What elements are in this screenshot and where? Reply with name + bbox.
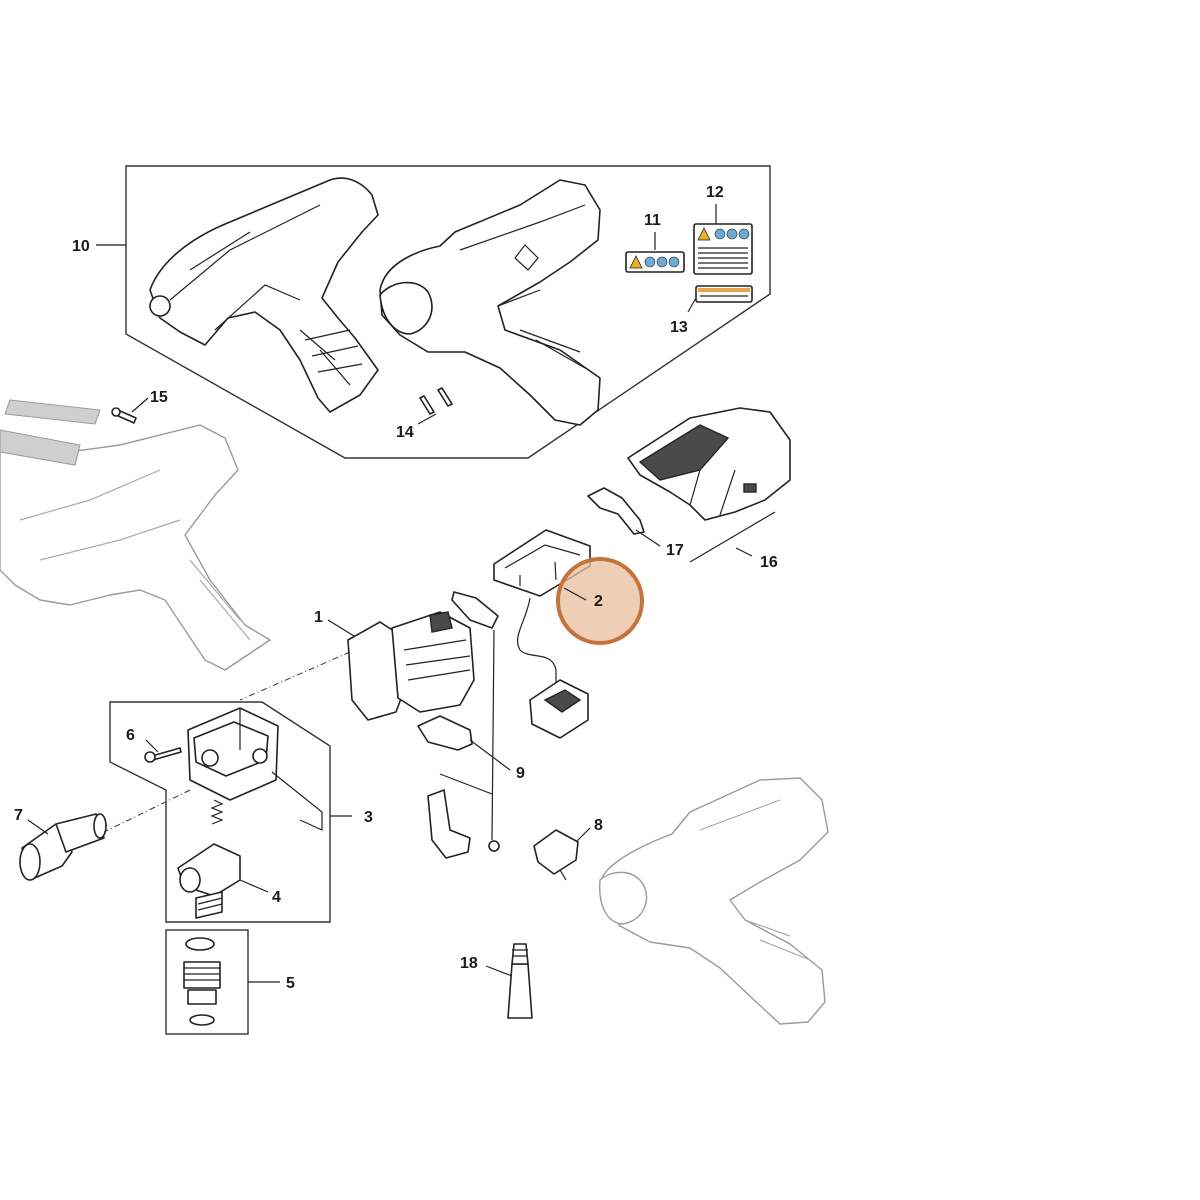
housing-pins [419,387,453,415]
nozzle-coupling [19,813,107,881]
callout-9: 9 [516,765,525,782]
lever-bracket [439,773,493,795]
rating-label [695,285,753,303]
callout-13: 13 [670,319,688,336]
callout-10: 10 [72,238,90,255]
callout-7: 7 [14,807,23,824]
trigger-lock [587,487,645,535]
callout-15: 15 [150,389,168,406]
housing-screw-boss [149,295,171,317]
callout-6: 6 [126,727,135,744]
cover-bracket [689,511,776,563]
motor-gear-unit [347,611,475,721]
callout-18: 18 [460,955,478,972]
housing-screw [111,407,137,424]
front-cover [627,407,791,521]
housing-right-half [379,179,601,426]
callout-2: 2 [594,593,603,610]
housing-frame [125,165,771,459]
grease-tube [507,943,533,1019]
highlight-marker [556,557,644,645]
assembly-line-b [103,789,191,833]
hose-connector [183,937,221,1026]
trigger [427,789,471,859]
gear-assembly-frame [109,701,331,923]
assembly-line-a [239,651,351,701]
switch-lever [417,715,473,751]
callout-16: 16 [760,554,778,571]
pump-valve [177,843,241,919]
leader-lines [27,204,753,983]
gear-spring [210,799,224,825]
gear-screw [144,747,182,763]
callout-12: 12 [706,184,724,201]
warning-label-large [693,223,753,275]
battery-contact [533,829,579,881]
slide-switch [451,591,499,629]
callout-8: 8 [594,817,603,834]
gear-housing [187,707,323,831]
callout-17: 17 [666,542,684,559]
shaft-line [491,629,495,841]
housing-left-half [149,177,379,413]
housing-right-ghost [599,777,829,1025]
callout-5: 5 [286,975,295,992]
callout-1: 1 [314,609,323,626]
callout-4: 4 [272,889,281,906]
warning-label-small [625,251,685,273]
callout-3: 3 [364,809,373,826]
housing-left-ghost [0,399,271,671]
callout-11: 11 [644,212,661,229]
trigger-spring [488,840,500,852]
callout-14: 14 [396,424,414,441]
